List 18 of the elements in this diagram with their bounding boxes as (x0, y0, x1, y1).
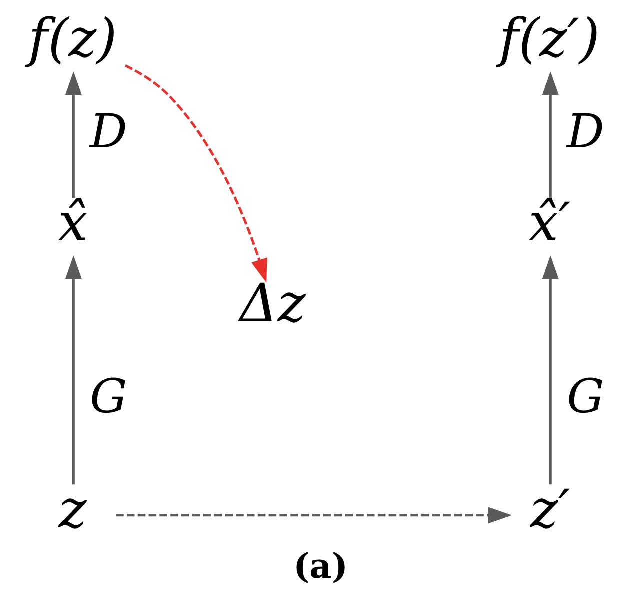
arrow (542, 256, 558, 485)
node-text: z′ (530, 479, 570, 540)
edge-label: D (566, 106, 604, 160)
node-text: f(z′) (498, 8, 600, 70)
arrow (64, 71, 82, 198)
node-text: z (58, 479, 86, 540)
caption: (a) (292, 546, 348, 587)
edge-label: D (90, 106, 128, 160)
edge-label: G (566, 370, 604, 425)
node-text: Δz (239, 274, 306, 335)
edge-label: G (90, 370, 127, 425)
arrow (542, 71, 558, 198)
arrow (64, 256, 82, 485)
node-text: x̂ (58, 192, 88, 254)
node-text: x̂′ (528, 192, 570, 254)
node-text: f(z) (28, 8, 117, 70)
arrow (116, 507, 512, 524)
arrow (124, 64, 267, 283)
